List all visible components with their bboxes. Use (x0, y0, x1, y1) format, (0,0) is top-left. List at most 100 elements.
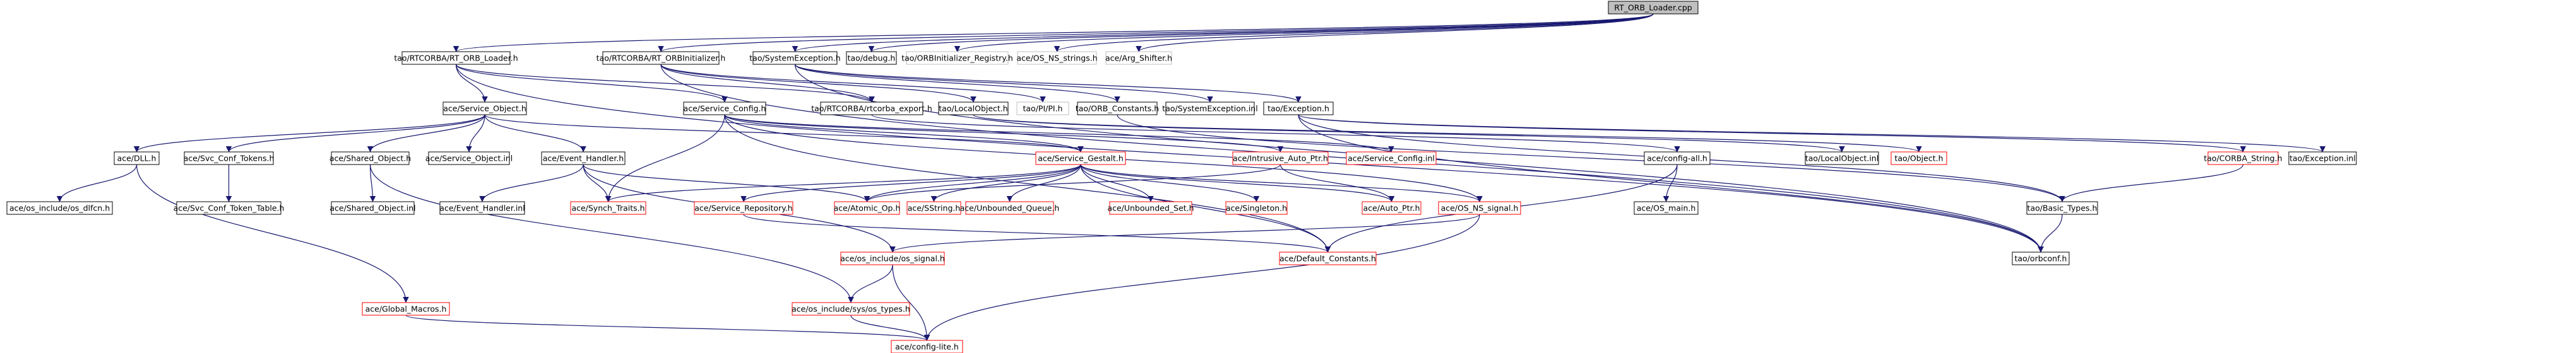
node-box (834, 201, 900, 215)
node-box (428, 151, 510, 165)
node-rtorb-init-h[interactable]: tao/RTCORBA/RT_ORBInitializer.h (597, 51, 726, 65)
node-box (176, 201, 282, 215)
node-box (2288, 151, 2357, 165)
node-rtorb-loader-h[interactable]: tao/RTCORBA/RT_ORB_Loader.h (394, 51, 518, 65)
node-intrusive-auto-ptr-h[interactable]: ace/Intrusive_Auto_Ptr.h (1232, 151, 1329, 165)
node-box (891, 340, 963, 353)
node-event-handler-h[interactable]: ace/Event_Handler.h (541, 151, 626, 165)
node-os-signal-h[interactable]: ace/os_include/os_signal.h (840, 252, 945, 265)
node-box (752, 51, 838, 65)
node-box (1634, 201, 1699, 215)
node-exception-inl[interactable]: tao/Exception.inl (2288, 151, 2357, 165)
edge-shared_obj_h-to-shared_obj_inl (369, 164, 376, 202)
node-box (6, 201, 113, 215)
node-atomic-op-h[interactable]: ace/Atomic_Op.h (834, 201, 901, 215)
node-global-macros-h[interactable]: ace/Global_Macros.h (362, 302, 450, 316)
edge-svc_gestalt_h-to-svc_repo_h (740, 164, 1081, 202)
node-box (184, 151, 274, 165)
node-label: ace/os_include/sys/os_types.h (792, 304, 910, 314)
node-pi-h[interactable]: tao/PI/PI.h (1016, 101, 1069, 115)
node-os-types-h[interactable]: ace/os_include/sys/os_types.h (792, 302, 910, 316)
edge-svc_gestalt_h-to-synch_traits_h (605, 164, 1081, 202)
edge-svc_obj_h-to-dll_h (133, 114, 485, 153)
node-svc-obj-h[interactable]: ace/Service_Object.h (442, 101, 527, 115)
node-box (1644, 151, 1711, 165)
node-box (1362, 201, 1422, 215)
node-config-lite-h[interactable]: ace/config-lite.h (891, 340, 963, 353)
node-sysexc-inl[interactable]: tao/SystemException.inl (1162, 101, 1258, 115)
node-localobj-h[interactable]: tao/LocalObject.h (938, 101, 1009, 115)
node-label: ace/Service_Object.inl (425, 154, 513, 163)
node-auto-ptr-h[interactable]: ace/Auto_Ptr.h (1362, 201, 1422, 215)
edge-svc_gestalt_h-to-singleton_h (1080, 164, 1260, 202)
node-orbconf-h[interactable]: tao/orbconf.h (2012, 252, 2070, 265)
node-box (1608, 1, 1699, 14)
node-box (820, 101, 923, 115)
node-debug-h[interactable]: tao/debug.h (846, 51, 897, 65)
edge-svc_gestalt_h-to-os_ns_signal_h (1080, 164, 1483, 202)
node-label: ace/OS_NS_signal.h (1441, 204, 1519, 213)
node-os-main-h[interactable]: ace/OS_main.h (1634, 201, 1699, 215)
node-label: ace/OS_NS_strings.h (1016, 54, 1097, 63)
node-dll-h[interactable]: ace/DLL.h (114, 151, 160, 165)
node-unbounded-set-h[interactable]: ace/Unbounded_Set.h (1107, 201, 1194, 215)
node-label: tao/Basic_Types.h (2027, 204, 2098, 213)
node-box (1165, 101, 1255, 115)
node-box (439, 201, 525, 215)
node-arg-shifter-h[interactable]: ace/Arg_Shifter.h (1105, 51, 1172, 65)
node-svc-conf-tok-table-h[interactable]: ace/Svc_Conf_Token_Table.h (174, 201, 285, 215)
edge-corba_string_h-to-basic_types_h (2059, 164, 2244, 202)
node-rtcorba-export-h[interactable]: tao/RTCORBA/rtcorba_export.h (811, 101, 932, 115)
edge-rtorb_loader_h-to-rtcorba_export_h (455, 64, 875, 103)
node-svc-obj-inl[interactable]: ace/Service_Object.inl (425, 151, 513, 165)
node-unbounded-queue-h[interactable]: ace/Unbounded_Queue.h (960, 201, 1060, 215)
edge-shared_obj_h-to-os_types_h (369, 164, 854, 303)
node-box (1016, 101, 1069, 115)
node-sstring-h[interactable]: ace/SString.h (906, 201, 961, 215)
node-box (906, 201, 961, 215)
node-corba-string-h[interactable]: tao/CORBA_String.h (2204, 151, 2282, 165)
node-label: ace/config-all.h (1647, 154, 1707, 163)
node-label: ace/Global_Macros.h (365, 304, 447, 314)
node-exception-h[interactable]: tao/Exception.h (1263, 101, 1334, 115)
edge-svc_obj_h-to-svc_conf_tok_h (225, 114, 485, 153)
edge-svc_gestalt_h-to-sstring_h (930, 164, 1081, 202)
node-svc-repo-h[interactable]: ace/Service_Repository.h (694, 201, 793, 215)
node-os-ns-strings-h[interactable]: ace/OS_NS_strings.h (1016, 51, 1098, 65)
node-svc-config-inl[interactable]: ace/Service_Config.inl (1346, 151, 1437, 165)
node-os-dlfcn-h[interactable]: ace/os_include/os_dlfcn.h (6, 201, 113, 215)
node-basic-types-h[interactable]: tao/Basic_Types.h (2026, 201, 2098, 215)
node-orbinit-reg-h[interactable]: tao/ORBInitializer_Registry.h (901, 51, 1013, 65)
node-orb-const-h[interactable]: tao/ORB_Constants.h (1076, 101, 1159, 115)
node-sysexc-h[interactable]: tao/SystemException.h (749, 51, 841, 65)
edge-svc_gestalt_h-to-default_const_h (1080, 164, 1331, 253)
node-label: ace/Arg_Shifter.h (1105, 54, 1172, 63)
node-label: ace/SString.h (908, 204, 961, 213)
dependency-edges (56, 13, 2325, 341)
node-svc-config-h[interactable]: ace/Service_Config.h (683, 101, 766, 115)
node-object-h[interactable]: tao/Object.h (1890, 151, 1947, 165)
node-localobj-inl[interactable]: tao/LocalObject.inl (1805, 151, 1879, 165)
node-box (570, 201, 646, 215)
edge-rtcorba_export_h-to-config_all_h (871, 114, 1680, 153)
node-synch-traits-h[interactable]: ace/Synch_Traits.h (570, 201, 646, 215)
node-box (1346, 151, 1437, 165)
node-box (362, 302, 450, 316)
node-os-ns-signal-h[interactable]: ace/OS_NS_signal.h (1438, 201, 1521, 215)
node-singleton-h[interactable]: ace/Singleton.h (1225, 201, 1288, 215)
edge-dll_h-to-os_dlfcn_h (56, 164, 138, 202)
node-svc-conf-tok-h[interactable]: ace/Svc_Conf_Tokens.h (184, 151, 275, 165)
node-config-all-h[interactable]: ace/config-all.h (1644, 151, 1711, 165)
node-event-handler-inl[interactable]: ace/Event_Handler.inl (439, 201, 525, 215)
edge-root-to-orbinit_reg_h (954, 13, 1654, 52)
node-label: ace/Service_Gestalt.h (1038, 154, 1124, 163)
node-default-const-h[interactable]: ace/Default_Constants.h (1279, 252, 1377, 265)
node-shared-obj-h[interactable]: ace/Shared_Object.h (329, 151, 411, 165)
node-label: ace/Unbounded_Queue.h (960, 204, 1060, 213)
node-box (1035, 151, 1126, 165)
edge-sysexc_h-to-exception_h (794, 64, 1302, 103)
node-svc-gestalt-h[interactable]: ace/Service_Gestalt.h (1035, 151, 1126, 165)
node-box (2012, 252, 2070, 265)
node-shared-obj-inl[interactable]: ace/Shared_Object.inl (329, 201, 416, 215)
